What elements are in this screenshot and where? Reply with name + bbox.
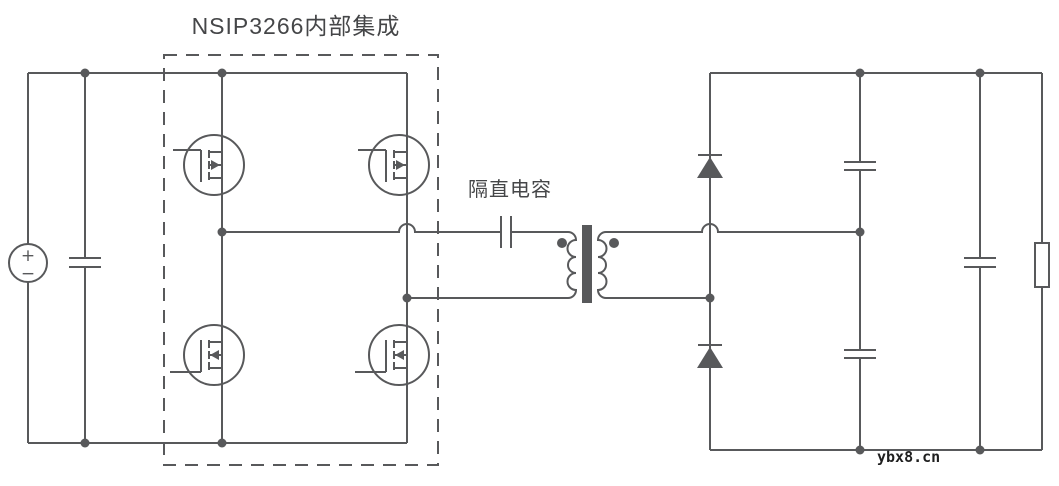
dc-blocking-capacitor: [500, 216, 568, 248]
transformer-core: [582, 225, 592, 303]
nsip3266-boundary-box: [163, 54, 439, 466]
mosfet-q2-body: [368, 134, 430, 196]
voltage-source-minus-sign: −: [21, 264, 35, 284]
mosfet-q4: [355, 324, 430, 386]
junction-dot: [855, 68, 865, 78]
output-capacitor: [964, 73, 996, 450]
diode-bottom-triangle: [697, 347, 723, 368]
junction-dot: [705, 293, 715, 303]
voltage-source-plus-sign: +: [21, 246, 35, 266]
mosfet-q2: [358, 134, 430, 196]
junction-dot: [855, 445, 865, 455]
mosfet-q3: [170, 324, 245, 386]
diode-top-triangle: [697, 157, 723, 178]
primary-phase-dot: [557, 238, 567, 248]
mosfet-q1-body: [183, 134, 245, 196]
junction-dot: [217, 68, 227, 78]
bridge-output-wire-a: [222, 223, 501, 233]
rectifier-diode-top: [697, 154, 723, 178]
mosfet-q3-body: [183, 324, 245, 386]
mosfet-q4-body: [368, 324, 430, 386]
junction-dot: [975, 445, 985, 455]
mosfet-q4-arrow: [395, 350, 404, 360]
integration-box-title: NSIP3266内部集成: [192, 13, 401, 39]
junction-dot: [80, 438, 90, 448]
mosfet-q1-arrow: [211, 160, 220, 170]
junction-dot: [217, 438, 227, 448]
transformer-primary-winding: [566, 231, 578, 299]
input-capacitor: [69, 73, 101, 443]
doubler-capacitor-leg: [844, 73, 876, 450]
junction-dot: [80, 68, 90, 78]
junction-dot: [855, 227, 865, 237]
isolation-transformer: [557, 225, 619, 303]
junction-dot: [975, 68, 985, 78]
transformer-secondary-winding: [596, 231, 608, 299]
dc-blocking-capacitor-label: 隔直电容: [468, 178, 552, 201]
junction-dot: [402, 293, 412, 303]
mosfet-q1: [173, 134, 245, 196]
mosfet-q2-arrow: [396, 160, 405, 170]
secondary-top-wire: [606, 223, 860, 233]
watermark-text: ybx8.cn: [877, 448, 940, 466]
rectifier-diode-bottom: [697, 344, 723, 368]
mosfet-q3-arrow: [210, 350, 219, 360]
junction-dot: [217, 227, 227, 237]
dc-voltage-source: [8, 243, 48, 283]
secondary-phase-dot: [609, 238, 619, 248]
junction-dots: [80, 68, 985, 455]
load-resistor: [1034, 242, 1050, 288]
